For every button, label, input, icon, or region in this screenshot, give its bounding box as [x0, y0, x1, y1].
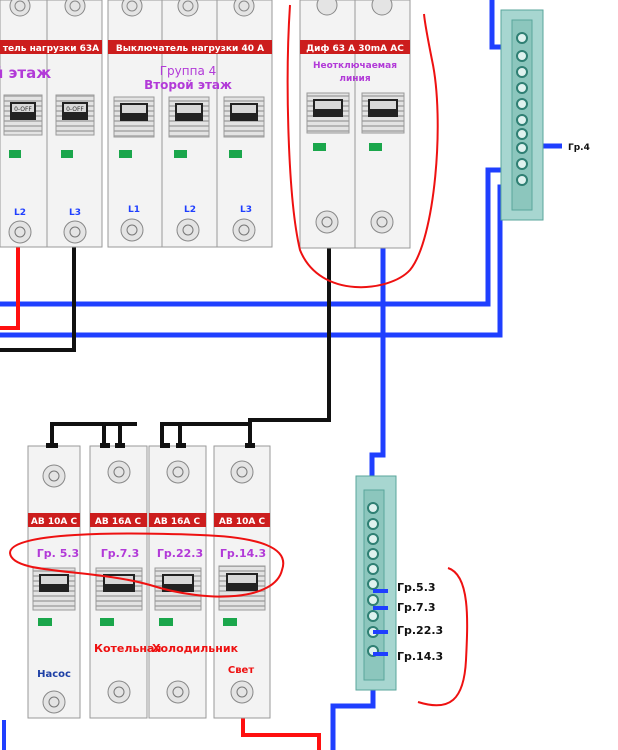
- bus-label: Гр.22.3: [397, 624, 443, 637]
- wire-red-top-left: [0, 245, 20, 330]
- wire-black-jumper: [50, 422, 250, 446]
- top-bus-bar: Гр.4: [500, 9, 590, 221]
- terminal-label: L3: [240, 205, 252, 215]
- breaker-group: Гр.14.3: [220, 547, 266, 560]
- breaker-group: Гр. 5.3: [37, 547, 79, 560]
- bus-label: Гр.5.3: [397, 581, 436, 594]
- bus-label: Гр.14.3: [397, 650, 443, 663]
- breaker-group: Гр.7.3: [101, 547, 140, 560]
- diff-header: Диф 63 А 30mA АС: [306, 44, 404, 54]
- annotation-ellipse-groups: [8, 532, 285, 598]
- top-left-subtitle: й этаж: [0, 64, 51, 82]
- terminal-label: L2: [14, 208, 26, 218]
- top-bus-label: Гр.4: [568, 143, 590, 153]
- breaker-load: Насос: [37, 669, 71, 680]
- breaker-header: АВ 10А С: [219, 517, 266, 527]
- annotation-loop-diff: [286, 4, 439, 289]
- switch-text: 0-OFF: [66, 106, 84, 113]
- diff-line1: Неотключаемая: [313, 61, 397, 71]
- breaker-load: Холодильник: [152, 642, 239, 655]
- breaker-header: АВ 10А С: [31, 517, 78, 527]
- wire-red-svet-out: [241, 712, 321, 750]
- breaker-group: Гр.22.3: [157, 547, 203, 560]
- top-mid-breaker-block: Выключатель нагрузки 40 А Группа 4 Второ…: [107, 0, 273, 248]
- top-mid-header: Выключатель нагрузки 40 А: [116, 44, 264, 54]
- wire-black-top-left: [0, 245, 76, 352]
- floor-label: Второй этаж: [144, 78, 232, 92]
- top-left-header: тель нагрузки 63А: [3, 44, 99, 54]
- wire-black-diff-down: [248, 245, 331, 446]
- breaker-header: АВ 16А С: [95, 517, 142, 527]
- annotation-bracket-bus: [417, 567, 469, 707]
- terminal-label: L2: [184, 205, 196, 215]
- terminal-label: L1: [128, 205, 140, 215]
- terminal-label: L3: [69, 208, 81, 218]
- breaker-header: АВ 16А С: [154, 517, 201, 527]
- bus-label: Гр.7.3: [397, 601, 436, 614]
- diff-line2: линия: [339, 74, 370, 84]
- bottom-bus-bar: Гр.5.3 Гр.7.3 Гр.22.3 Гр.14.3: [355, 475, 443, 691]
- diff-breaker-block: Диф 63 А 30mA АС Неотключаемая линия: [299, 0, 411, 249]
- top-left-breaker-block: тель нагрузки 63А й этаж 0-OFF 0-OFF L2 …: [0, 0, 103, 248]
- breaker-load: Свет: [228, 665, 254, 676]
- group-label: Группа 4: [160, 64, 217, 78]
- wire-blue-bus-out: [330, 690, 376, 750]
- switch-text: 0-OFF: [14, 106, 32, 113]
- breaker-load: Котельная: [94, 642, 161, 655]
- bottom-breaker-row: АВ 10А С АВ 16А С АВ 16А С АВ 10А С Гр. …: [27, 443, 271, 719]
